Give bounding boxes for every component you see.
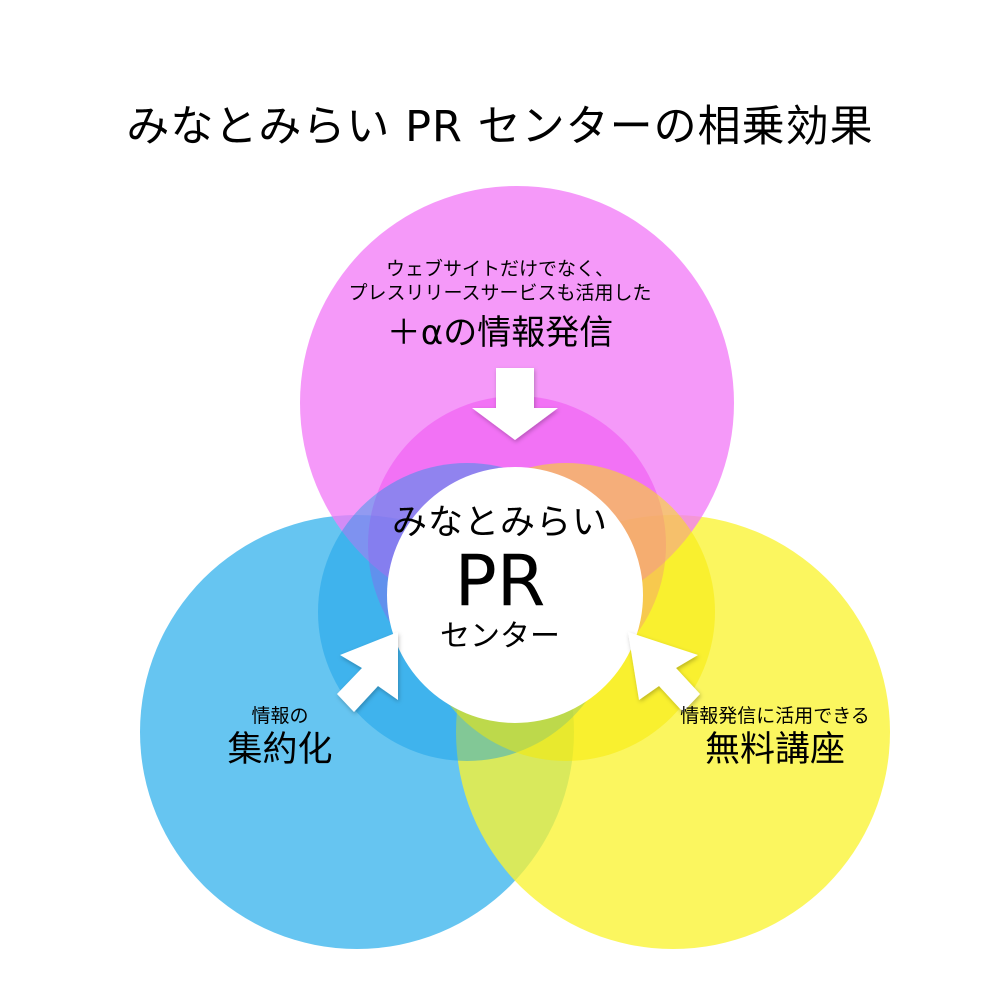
right-circle-label: 情報発信に活用できる 無料講座	[610, 705, 940, 773]
left-circle-label: 情報の 集約化	[140, 705, 420, 773]
center-label: みなとみらい PR センター	[380, 502, 620, 655]
top-circle-label: ウェブサイトだけでなく、 プレスリリースサービスも活用した ＋αの情報発信	[250, 258, 750, 354]
right-circle-line1: 情報発信に活用できる	[680, 705, 870, 727]
page-title: みなとみらい PR センターの相乗効果	[126, 102, 874, 152]
right-circle-headline: 無料講座	[704, 729, 845, 770]
arrow-down-icon	[472, 368, 558, 440]
arrow-right-up-icon	[628, 632, 700, 712]
center-line2: PR	[454, 539, 546, 622]
top-circle-line2: プレスリリースサービスも活用した	[348, 281, 652, 304]
top-circle-headline: ＋αの情報発信	[386, 312, 614, 353]
left-circle-headline: 集約化	[227, 729, 333, 770]
center-line3: センター	[440, 618, 560, 654]
center-circle	[387, 467, 643, 723]
center-line1: みなとみらい	[391, 503, 608, 543]
top-circle-line1: ウェブサイトだけでなく、	[385, 258, 614, 280]
arrow-left-up-icon	[337, 632, 398, 712]
left-circle-line1: 情報の	[251, 705, 309, 727]
